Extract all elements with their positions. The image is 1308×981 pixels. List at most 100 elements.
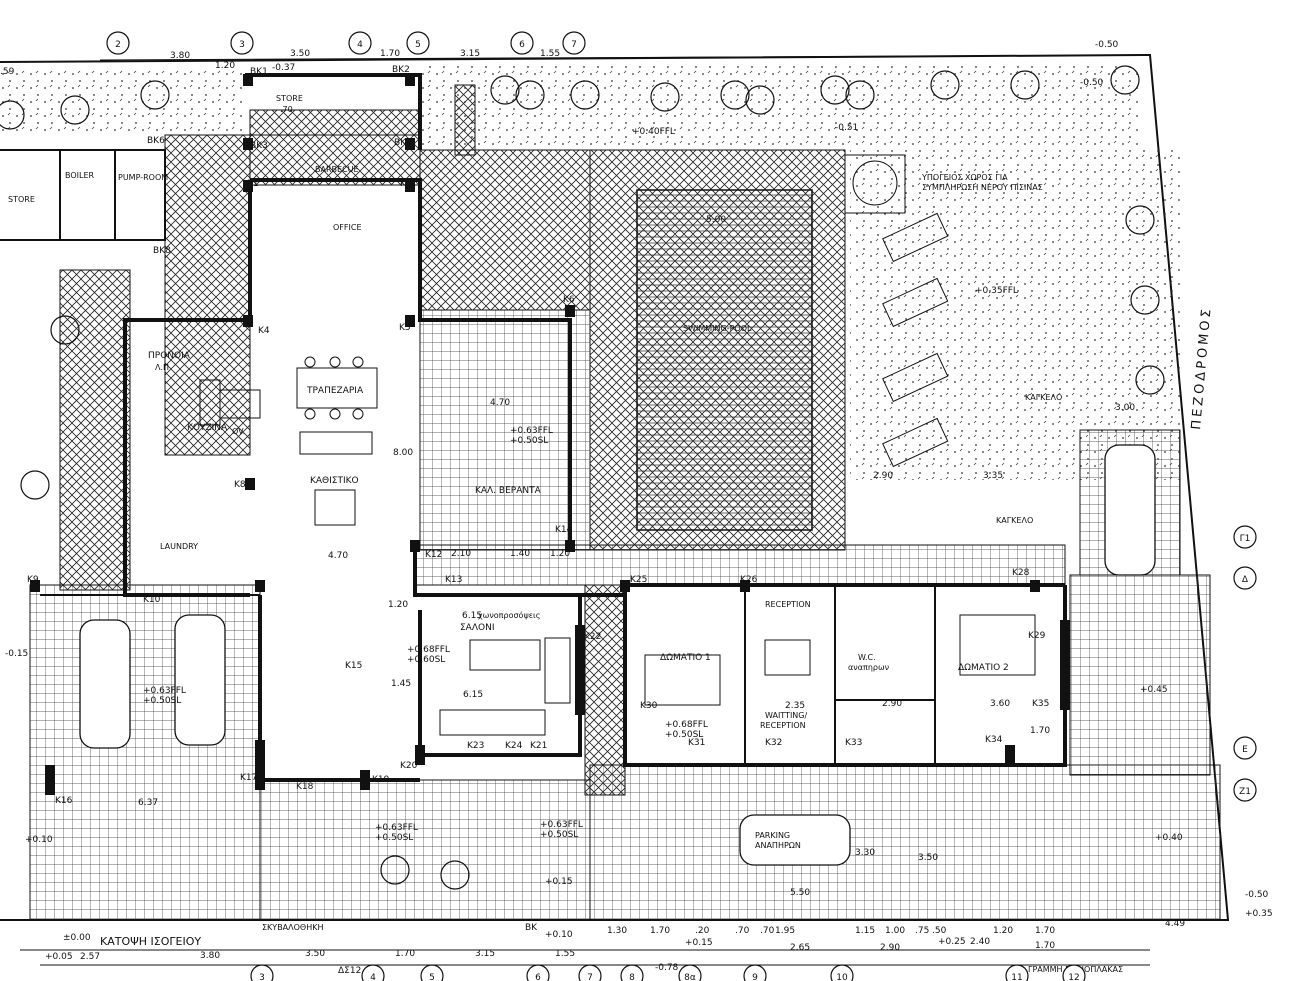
label-barbecue: BARBECUE	[315, 165, 359, 174]
columns	[30, 74, 1070, 795]
dim-mid-8: 2.90	[873, 471, 893, 481]
veranda-paving	[419, 309, 591, 551]
level-yard-ffl: +0.63FFL	[375, 823, 418, 833]
grid-bubble-right-2: Ε	[1242, 745, 1248, 755]
label-waiting2: RECEPTION	[760, 721, 806, 730]
level-l2: +0.10	[25, 835, 53, 845]
grid-bubble-top-5: 5	[415, 40, 421, 50]
column-label-6: K1	[247, 179, 259, 189]
column-label-4: BK6	[147, 136, 165, 146]
column-label-33: K32	[765, 738, 782, 748]
dim-mid-5: 8.00	[393, 448, 413, 458]
parking-paving	[589, 764, 1221, 921]
level-top-right: -0.50	[1095, 40, 1119, 50]
dim-mid-2: 1.20	[388, 600, 408, 610]
dim-bottom-1: 3.50	[305, 949, 325, 959]
grid-bubble-bottom-6-circle	[678, 964, 702, 981]
column-label-14: K12	[425, 550, 442, 560]
column-label-36: K35	[1032, 699, 1049, 709]
grid-bubble-right-3-circle	[1233, 778, 1257, 802]
label-wc-sub: αναπηρων	[848, 663, 890, 672]
label-room2: ΔΩΜΑΤΙΟ 2	[958, 663, 1009, 673]
label-pronoia-sub: Λ.Π	[155, 363, 169, 372]
label-office: OFFICE	[333, 223, 362, 232]
level-step5: +0.25	[938, 937, 966, 947]
level-step2: +0.10	[545, 930, 573, 940]
dim-bottom-3: 3.15	[475, 949, 495, 959]
label-room1: ΔΩΜΑΤΙΟ 1	[660, 653, 711, 663]
top-left-garden	[0, 70, 245, 135]
grid-bubble-top-6: 6	[519, 40, 525, 50]
label-oven: OV.	[232, 427, 245, 436]
level-veranda-sl: +0.50SL	[510, 436, 548, 446]
label-store-top-dim: .70	[280, 105, 293, 114]
label-store-top: STORE	[276, 94, 303, 103]
column-label-2: BK3	[250, 141, 268, 151]
level-veranda-ffl: +0.63FFL	[510, 426, 553, 436]
dim-mid-20: 1.40	[510, 549, 530, 559]
label-store-left: STORE	[8, 195, 35, 204]
hatch-far-left	[59, 269, 131, 591]
cars	[79, 444, 1156, 866]
level-right2: +0.40	[1155, 833, 1183, 843]
column-label-12: K9	[27, 575, 39, 585]
dim-mid-6: 4.70	[490, 398, 510, 408]
level-a0: +0.40FFL	[632, 127, 675, 137]
column-label-19: K17	[240, 773, 257, 783]
dim-mid-1: 4.70	[328, 551, 348, 561]
grid-bubble-bottom-7: 9	[752, 973, 758, 981]
grid-bubble-bottom-1: 4	[370, 973, 376, 981]
label-kitchen: ΚΟΥΖΙΝΑ	[187, 423, 228, 433]
dim-mid-10: 3.60	[990, 699, 1010, 709]
level-yard-sl: +0.50SL	[375, 833, 413, 843]
label-waiting: WAITTING/	[765, 711, 807, 720]
label-thyrides: χωνοπροσόψεις	[478, 610, 540, 620]
hatch-upper-terrace	[419, 149, 591, 311]
label-kagkelo2: ΚΑΓΚΕΛΟ	[996, 516, 1033, 525]
level-salon-ffl: +0.68FFL	[407, 645, 450, 655]
label-laundry: LAUNDRY	[160, 542, 198, 551]
dim-mid-17: 1.45	[391, 679, 411, 689]
column-label-15: K13	[445, 575, 462, 585]
column-label-18: K16	[55, 796, 73, 806]
level-labels: -0.50 -0.50 .59 +0.40FFL -0.51 +0.35FFL …	[0, 40, 1273, 973]
grid-bubble-bottom-9: 11	[1011, 973, 1022, 981]
dim-mid-13: 5.50	[790, 888, 810, 898]
dim-bottom-7: .20	[695, 926, 710, 936]
grid-bubble-top-3-circle	[230, 31, 254, 55]
grid-bubble-bottom-1-circle	[361, 964, 385, 981]
level-bl2: +0.05	[45, 952, 73, 962]
dim-bottom-0: 3.80	[200, 951, 220, 961]
dim-mid-15: 3.50	[918, 853, 938, 863]
column-label-8: K4	[258, 326, 270, 336]
grid-bubble-bottom-3: 6	[535, 973, 541, 981]
label-salon: ΣΑΛΟΝΙ	[460, 623, 494, 633]
dim-mid-9: 3.35	[983, 471, 1003, 481]
level-step4: -0.78	[655, 963, 679, 973]
grid-bubble-top-7-circle	[562, 31, 586, 55]
dim-mid-16: 6.37	[138, 798, 158, 808]
dim-bottom-16: 1.70	[1035, 926, 1055, 936]
swimming-pool	[636, 189, 813, 531]
grid-bubble-top-5-circle	[406, 31, 430, 55]
dim-bottom-15: 1.20	[993, 926, 1013, 936]
dim-mid-14: 3.30	[855, 848, 875, 858]
column-label-21: K19	[372, 775, 390, 785]
grid-bubble-bottom-10: 12	[1068, 973, 1079, 981]
column-label-27: K25	[630, 575, 647, 585]
level-br2: +0.35	[1245, 909, 1273, 919]
grid-bubble-bottom-8-circle	[830, 964, 854, 981]
dim-top-1: 3.50	[290, 49, 310, 59]
road-label: ΠΕΖΟΔΡΟΜΟΣ	[1189, 306, 1215, 431]
dim-mid-18: 2.35	[785, 701, 805, 711]
column-label-10: K6	[563, 295, 575, 305]
label-dining: ΤΡΑΠΕΖΑΡΙΑ	[306, 386, 364, 396]
column-label-11: K8	[234, 480, 246, 490]
grid-bubble-right-2-circle	[1233, 736, 1257, 760]
column-label-3: BK4	[394, 138, 412, 148]
grid-bubble-bottom-5: 8	[629, 973, 635, 981]
level-tl: .59	[0, 67, 15, 77]
level-room1-ffl: +0.68FFL	[665, 720, 708, 730]
